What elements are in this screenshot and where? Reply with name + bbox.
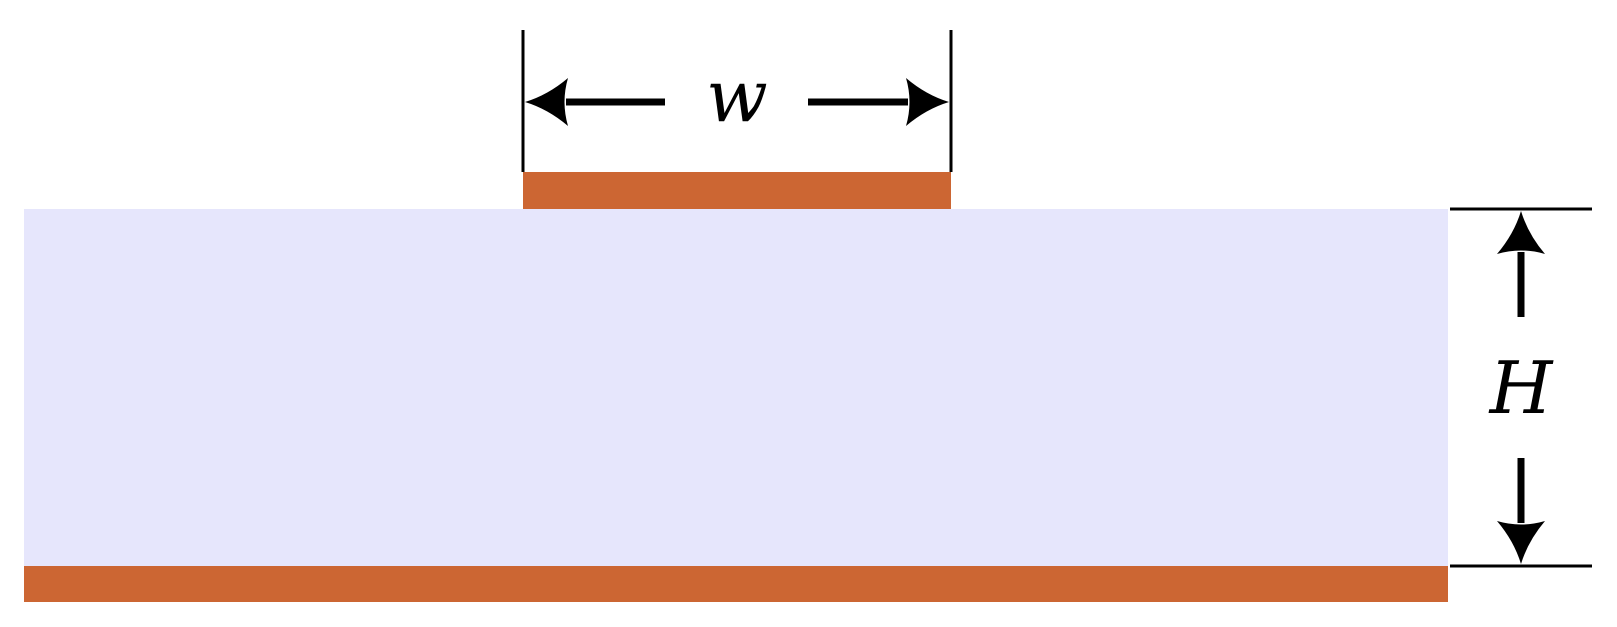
height-label: H [1488,346,1554,430]
width-label: w [706,54,768,138]
width-arrow-left [525,78,665,126]
dielectric-substrate [24,209,1448,566]
width-arrow-right [808,78,949,126]
signal-trace [523,172,951,209]
ground-plane [24,566,1448,602]
height-arrow-top [1497,211,1545,317]
height-arrow-bottom [1497,458,1545,564]
